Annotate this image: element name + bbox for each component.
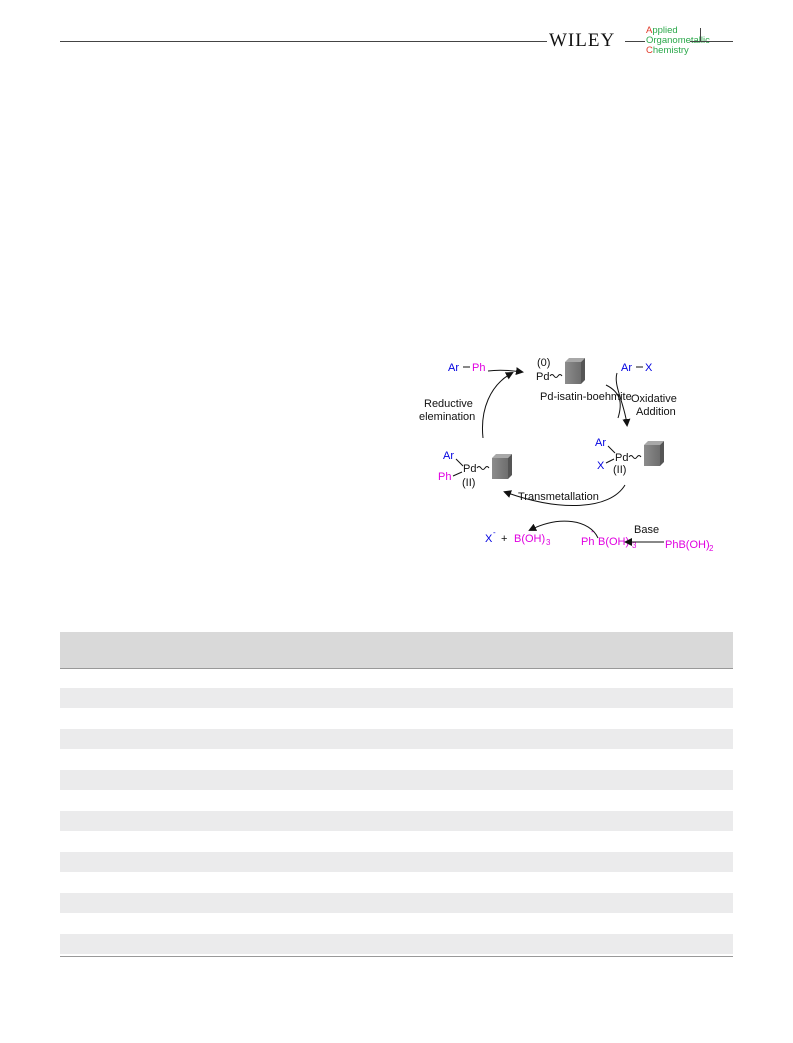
reductive-label-2: elemination	[419, 411, 475, 423]
page-tick	[700, 28, 701, 41]
support-block-top	[565, 358, 585, 384]
journal-logo: Applied Organometallic Chemistry	[646, 26, 710, 56]
oxidative-label-2: Addition	[636, 406, 676, 418]
boronic-acid: PhB(OH)	[665, 539, 710, 551]
base-label: Base	[634, 524, 659, 536]
left-ar: Ar	[443, 450, 454, 462]
table-row	[60, 811, 733, 831]
right-x: X	[597, 460, 605, 472]
table-row	[60, 934, 733, 954]
boronate-ph: Ph	[581, 536, 594, 548]
reductive-arrow	[481, 372, 514, 439]
byproduct-plus: +	[501, 533, 507, 545]
table-row	[60, 893, 733, 913]
product-ar: Ar	[448, 362, 459, 374]
oxidative-label-1: Oxidative	[631, 393, 677, 405]
table-header	[60, 632, 733, 669]
left-pd: Pd	[463, 463, 476, 475]
oxidative-arrow	[615, 372, 631, 427]
left-pd-oxidation: (II)	[462, 477, 475, 489]
pd0-oxidation: (0)	[537, 357, 550, 369]
reductive-label-1: Reductive	[424, 398, 473, 410]
header-rule-left	[60, 41, 547, 42]
transmetallation-arrow	[503, 484, 626, 506]
right-ar: Ar	[595, 437, 606, 449]
oxidative-arc	[605, 384, 621, 419]
support-block-left	[492, 454, 512, 479]
journal-line-1: Applied	[646, 25, 678, 36]
byproduct-boric-sub: 3	[546, 538, 551, 547]
byproduct-x: X	[485, 533, 493, 545]
substrate-x: X	[645, 362, 653, 374]
publisher-logo: WILEY	[549, 30, 616, 51]
boronate-charge: -	[591, 527, 594, 536]
journal-line-2: Organometallic	[646, 35, 710, 46]
product-ph: Ph	[472, 362, 485, 374]
table-row	[60, 688, 733, 708]
boronate-sub: 3	[632, 541, 637, 550]
left-ph: Ph	[438, 471, 451, 483]
pd0-linker	[549, 374, 563, 378]
table-row	[60, 729, 733, 749]
table-row	[60, 852, 733, 872]
logo-connector-right	[690, 41, 700, 42]
boronic-acid-sub: 2	[709, 544, 714, 553]
table-row	[60, 770, 733, 790]
boronate-body: B(OH)	[598, 536, 629, 548]
table-bottom-rule	[60, 956, 733, 957]
right-pd-oxidation: (II)	[613, 464, 626, 476]
substrate-ar: Ar	[621, 362, 632, 374]
byproduct-boric: B(OH)	[514, 533, 545, 545]
byproduct-x-charge: -	[493, 528, 496, 537]
right-pd: Pd	[615, 452, 628, 464]
pd0-label: Pd	[536, 371, 549, 383]
right-pd-linker	[628, 455, 642, 459]
journal-line-3: Chemistry	[646, 45, 689, 56]
product-release-arrow	[487, 367, 524, 376]
header-rule-right	[700, 41, 733, 42]
transmetallation-label: Transmetallation	[518, 491, 599, 503]
catalytic-cycle-scheme: Ar Ph (0) Pd Pd-isatin-boehmite Ar X Oxi…	[419, 357, 714, 553]
catalyst-label: Pd-isatin-boehmite	[540, 391, 632, 403]
left-pd-linker	[476, 466, 490, 470]
boronate-arrow	[528, 520, 599, 539]
support-block-right	[644, 441, 664, 466]
logo-connector	[625, 41, 645, 42]
